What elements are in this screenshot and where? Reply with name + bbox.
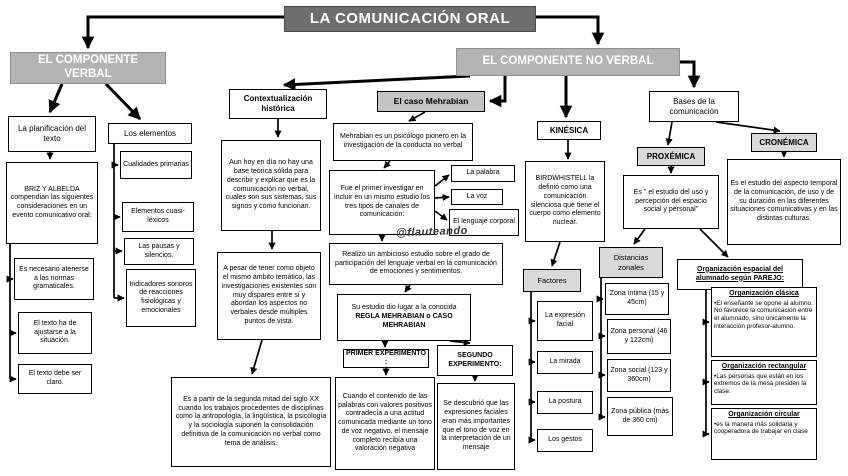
canal-voz-node: La voz: [451, 189, 503, 205]
contextualizacion-p1: Aun hoy en día no hay una base teórica s…: [221, 140, 321, 231]
regla-nombre-text: REGLA MEHRABIAN o CASO MEHRABIAN: [355, 313, 453, 329]
map-title: LA COMUNICACIÓN ORAL: [284, 6, 536, 32]
estudio-ambicioso-note: Realizo un ambicioso estudio sobre el gr…: [329, 243, 503, 285]
planificacion-header: La planificación del texto: [8, 116, 96, 152]
canales-intro-note: Fue el primer investigar en incluir en u…: [329, 170, 435, 235]
contextualizacion-p2: A pesar de tener como objeto el mismo ám…: [217, 252, 321, 340]
texto-claro-note: El texto debe ser claro.: [18, 364, 92, 394]
indicadores-sonoros-node: Indicadores sonoros de reacciones fisiol…: [126, 269, 196, 327]
proxemica-definicion-note: Es '' el estudio del uso y percepción de…: [623, 175, 719, 229]
mehrabian-intro-note: Mehrabian es un psicólogo pionero en la …: [333, 123, 473, 161]
primer-experimento-header: PRIMER EXPERIMENTO :: [343, 349, 429, 368]
canal-palabra-node: La palabra: [451, 165, 515, 182]
organizacion-rectangular-desc: •Las personas que están en los extremos …: [714, 372, 807, 396]
briz-albelda-note: BRIZ Y ALBELDA compendian las siguientes…: [6, 162, 98, 244]
factor-gestos-node: Los gestos: [537, 429, 593, 452]
zona-publica-node: Zona pública (más de 360 cm): [607, 397, 673, 436]
factor-mirada-node: La mirada: [537, 351, 593, 374]
cronemica-header: CRONÉMICA: [751, 133, 817, 152]
regla-intro-text: Su estudio dio lugar a la conocida: [351, 304, 457, 312]
watermark-text: @flauteando: [395, 224, 469, 240]
factor-postura-node: La postura: [537, 391, 593, 414]
organizacion-clasica-desc: •El enseñante se opone al alumno. No fav…: [714, 299, 813, 330]
proxemica-header: PROXÉMICA: [637, 147, 705, 166]
elementos-header: Los elementos: [108, 123, 192, 144]
factor-expresion-facial-node: La expresión facial: [537, 301, 593, 341]
elementos-cuasilexicos-node: Elementos cuasi-léxicos: [122, 202, 194, 232]
organizacion-circular-desc: •es la manera más solidaria y cooperador…: [714, 420, 808, 436]
contextualizacion-header: Contextualización histórica: [229, 89, 327, 119]
organizacion-espacial-header: Organización espacial del alumnado según…: [677, 259, 803, 290]
cualidades-primarias-node: Cualidades primarias: [120, 151, 192, 179]
organizacion-clasica-title: Organización clásica: [729, 290, 799, 297]
organizacion-circular-title: Organización circular: [728, 411, 800, 418]
organizacion-rectangular-title: Organización rectangular: [721, 363, 807, 370]
organizacion-clasica-node: Organización clásica •El enseñante se op…: [711, 287, 817, 357]
segundo-experimento-header: SEGUNDO EXPERIMENTO:: [437, 345, 513, 376]
zona-social-node: Zona social (123 y 360cm): [607, 359, 671, 392]
birdwhistell-note: BIRDWHISTELL la definió como una comunic…: [525, 161, 605, 242]
componente-verbal-header: EL COMPONENTE VERBAL: [10, 52, 166, 84]
zona-intima-node: Zona íntima (15 y 45cm): [605, 283, 669, 315]
contextualizacion-p3: Es a partir de la segunda mitad del sigl…: [171, 377, 331, 467]
organizacion-circular-node: Organización circular •es la manera más …: [711, 408, 817, 460]
kinesica-header: KINÉSICA: [537, 121, 601, 140]
componente-no-verbal-header: EL COMPONENTE NO VERBAL: [456, 48, 680, 76]
organizacion-rectangular-node: Organización rectangular •Las personas q…: [711, 360, 817, 405]
caso-mehrabian-header: El caso Mehrabian: [377, 91, 485, 112]
regla-mehrabian-note: Su estudio dio lugar a la conocida REGLA…: [337, 294, 471, 341]
primer-experimento-body: Cuando el contenido de las palabras con …: [335, 377, 435, 470]
zona-personal-node: Zona personal (46 y 122cm): [607, 319, 671, 354]
bases-comunicacion-header: Bases de la comunicación: [649, 91, 739, 122]
norma-gramatical-note: Es necesario atenerse a las normas grama…: [14, 258, 94, 300]
ajuste-situacion-note: El texto ha de ajustarse a la situación.: [18, 312, 92, 354]
distancias-zonales-header: Distancias zonales: [599, 247, 663, 278]
cronemica-definicion-note: Es el estudio del aspecto temporal de la…: [727, 159, 841, 245]
factores-header: Factores: [523, 269, 581, 292]
segundo-experimento-body: Se descubrió que las expresiones faciale…: [437, 383, 515, 470]
canal-lenguaje-corporal-node: El lenguaje corporal: [449, 209, 519, 236]
pausas-silencios-node: Las pausas y silencios.: [124, 238, 194, 265]
